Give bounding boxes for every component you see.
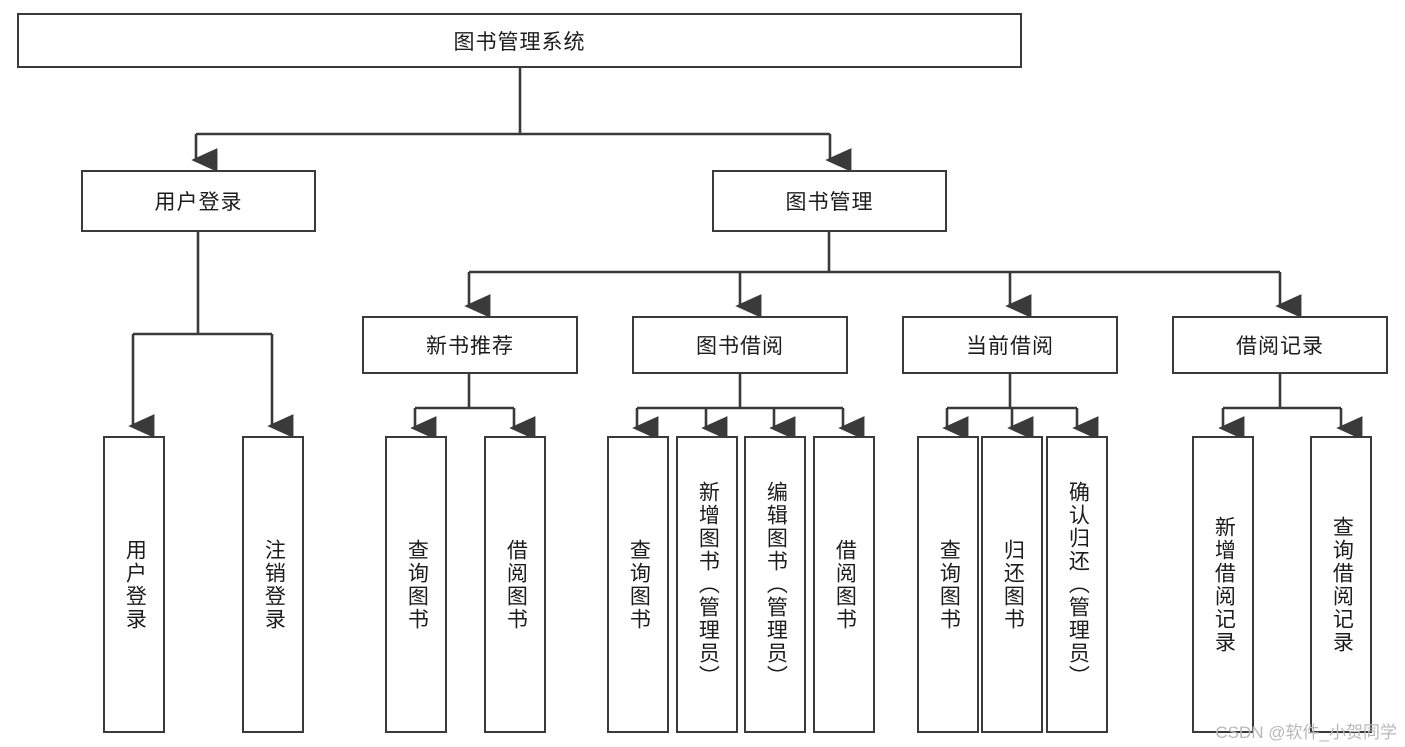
node-borrow-record[interactable]: 借阅记录 bbox=[1172, 316, 1388, 374]
leaf-add-book-admin-label: 新增图书（管理员） bbox=[696, 481, 720, 688]
leaf-add-book-admin[interactable]: 新增图书（管理员） bbox=[676, 436, 738, 733]
node-root[interactable]: 图书管理系统 bbox=[17, 13, 1022, 68]
leaf-confirm-return-admin[interactable]: 确认归还（管理员） bbox=[1046, 436, 1108, 733]
leaf-query-book-2[interactable]: 查询图书 bbox=[607, 436, 669, 733]
node-new-book-recommend[interactable]: 新书推荐 bbox=[362, 316, 578, 374]
leaf-query-book-1[interactable]: 查询图书 bbox=[385, 436, 447, 733]
watermark-text: CSDN @软件_小贺同学 bbox=[1215, 723, 1397, 742]
leaf-logout-login-label: 注销登录 bbox=[262, 538, 286, 631]
leaf-borrow-book-1[interactable]: 借阅图书 bbox=[484, 436, 546, 733]
leaf-edit-book-admin-label: 编辑图书（管理员） bbox=[764, 481, 788, 688]
leaf-add-borrow-record-label: 新增借阅记录 bbox=[1212, 515, 1236, 654]
leaf-return-book-label: 归还图书 bbox=[1001, 538, 1025, 631]
leaf-query-borrow-record-label: 查询借阅记录 bbox=[1330, 515, 1354, 654]
node-new-book-recommend-label: 新书推荐 bbox=[426, 335, 514, 358]
leaf-user-login-label: 用户登录 bbox=[123, 538, 147, 631]
leaf-return-book[interactable]: 归还图书 bbox=[981, 436, 1043, 733]
leaf-query-book-1-label: 查询图书 bbox=[405, 538, 429, 631]
node-user-login-label: 用户登录 bbox=[154, 191, 243, 214]
node-book-borrow-label: 图书借阅 bbox=[696, 335, 784, 358]
leaf-query-book-3[interactable]: 查询图书 bbox=[917, 436, 979, 733]
node-user-login[interactable]: 用户登录 bbox=[81, 170, 316, 232]
node-book-manage[interactable]: 图书管理 bbox=[712, 170, 947, 232]
node-root-label: 图书管理系统 bbox=[453, 30, 586, 54]
leaf-borrow-book-2[interactable]: 借阅图书 bbox=[813, 436, 875, 733]
leaf-query-book-3-label: 查询图书 bbox=[937, 538, 961, 631]
leaf-edit-book-admin[interactable]: 编辑图书（管理员） bbox=[744, 436, 806, 733]
leaf-borrow-book-2-label: 借阅图书 bbox=[833, 538, 857, 631]
leaf-query-book-2-label: 查询图书 bbox=[627, 538, 651, 631]
leaf-query-borrow-record[interactable]: 查询借阅记录 bbox=[1310, 436, 1372, 733]
node-book-manage-label: 图书管理 bbox=[785, 191, 874, 214]
node-borrow-record-label: 借阅记录 bbox=[1236, 335, 1324, 358]
leaf-borrow-book-1-label: 借阅图书 bbox=[504, 538, 528, 631]
leaf-add-borrow-record[interactable]: 新增借阅记录 bbox=[1192, 436, 1254, 733]
node-current-borrow[interactable]: 当前借阅 bbox=[902, 316, 1118, 374]
leaf-logout-login[interactable]: 注销登录 bbox=[242, 436, 304, 733]
leaf-user-login[interactable]: 用户登录 bbox=[103, 436, 165, 733]
leaf-confirm-return-admin-label: 确认归还（管理员） bbox=[1066, 481, 1090, 688]
node-book-borrow[interactable]: 图书借阅 bbox=[632, 316, 848, 374]
node-current-borrow-label: 当前借阅 bbox=[966, 335, 1054, 358]
